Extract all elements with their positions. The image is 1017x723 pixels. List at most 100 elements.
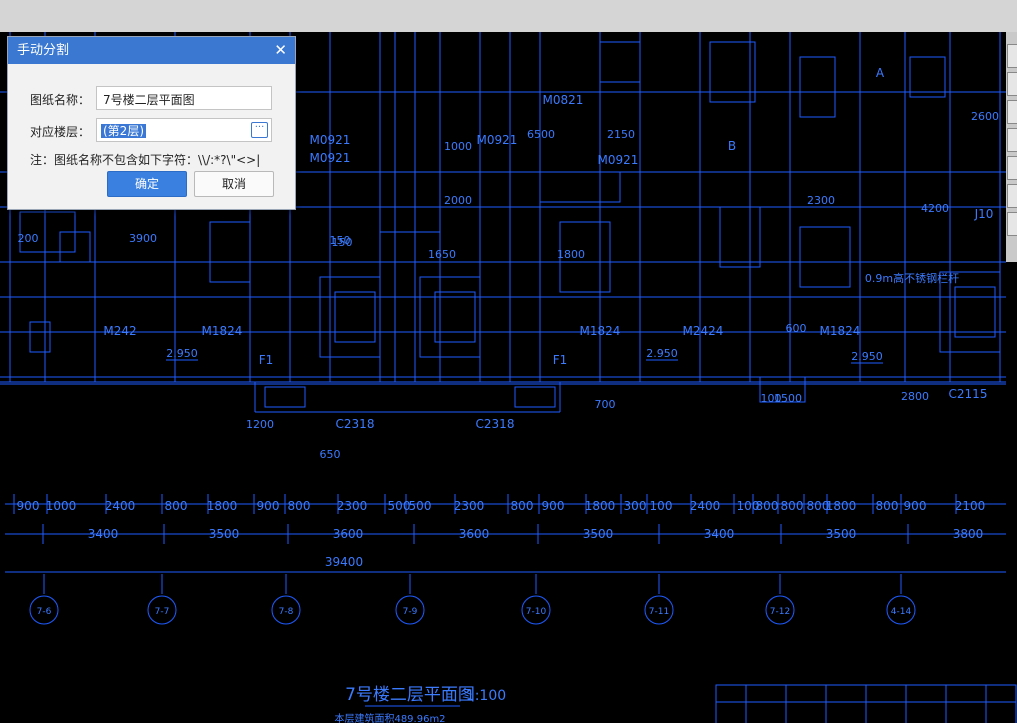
room-label: M1824 [580, 324, 621, 338]
room-label: M0921 [598, 153, 639, 167]
axis-bubble [147, 595, 177, 625]
toolbar-tool-6-icon[interactable] [1007, 184, 1017, 208]
axis-bubble [644, 595, 674, 625]
dimension-row2-label: 3400 [88, 527, 119, 541]
axis-bubble [271, 595, 301, 625]
misc-dimension: 2150 [607, 128, 635, 141]
room-label: M0921 [310, 151, 351, 165]
dimension-row1-label: 500 [409, 499, 432, 513]
misc-dimension: 1650 [428, 248, 456, 261]
manual-split-dialog: 手动分割 ✕ 图纸名称： 7号楼二层平面图 对应楼层： (第2层) ··· 注：… [7, 36, 296, 210]
furniture-rect [514, 386, 556, 408]
toolbar-tool-7-icon[interactable] [1007, 212, 1017, 236]
ok-button[interactable]: 确定 [107, 171, 187, 197]
furniture-rect [559, 221, 611, 293]
axis-label: 7-9 [403, 607, 418, 617]
furniture-rect [319, 276, 381, 358]
dimension-row1-label: 900 [17, 499, 40, 513]
misc-dimension: 200 [18, 232, 39, 245]
dimension-row1-label: 800 [165, 499, 188, 513]
axis-label: 7-7 [155, 607, 170, 617]
furniture-rect [264, 386, 306, 408]
dialog-header: 手动分割 ✕ [8, 37, 295, 64]
room-label: B [728, 139, 736, 153]
misc-dimension: 1500 [774, 392, 802, 405]
level-label: 2.950 [851, 350, 883, 363]
dimension-row1-label: 2300 [454, 499, 485, 513]
furniture-rect [599, 41, 641, 83]
misc-dimension: 6500 [527, 128, 555, 141]
dimension-row1-label: 100 [737, 499, 760, 513]
misc-dimension: 150 [332, 236, 353, 249]
room-label: M1824 [202, 324, 243, 338]
level-label: 2.950 [646, 347, 678, 360]
browse-floor-icon[interactable]: ··· [251, 122, 268, 138]
cancel-button[interactable]: 取消 [194, 171, 274, 197]
room-label: M2424 [683, 324, 724, 338]
dimension-row1-label: 800 [511, 499, 534, 513]
furniture-rect [909, 56, 946, 98]
drawing-name-label: 图纸名称： [30, 93, 91, 107]
room-label: M1824 [820, 324, 861, 338]
name-rule-note: 注：图纸名称不包含如下字符：\\/:*?\"<>| [30, 153, 261, 167]
misc-dimension: 3900 [129, 232, 157, 245]
room-label: C2318 [476, 417, 515, 431]
dimension-row1-label: 800 [288, 499, 311, 513]
floor-input[interactable]: (第2层) ··· [96, 118, 272, 142]
misc-dimension: 2600 [971, 110, 999, 123]
toolbar-tool-3-icon[interactable] [1007, 100, 1017, 124]
axis-bubble [29, 595, 59, 625]
dimension-row2-label: 3500 [583, 527, 614, 541]
axis-label: 7-6 [37, 607, 52, 617]
misc-dimension: 600 [786, 322, 807, 335]
room-label: F1 [259, 353, 274, 367]
axis-label: 4-14 [891, 607, 912, 617]
axis-bubble [765, 595, 795, 625]
right-toolbar [1006, 32, 1017, 262]
furniture-rect [59, 231, 91, 263]
dimension-row1-label: 900 [542, 499, 565, 513]
dimension-row1-label: 1800 [207, 499, 238, 513]
toolbar-tool-5-icon[interactable] [1007, 156, 1017, 180]
dimension-row2-label: 3500 [209, 527, 240, 541]
room-label: C2115 [949, 387, 988, 401]
dimension-row1-label: 100 [650, 499, 673, 513]
furniture-rect [209, 221, 251, 283]
furniture-rect [709, 41, 756, 103]
furniture-rect [759, 376, 806, 403]
dimension-row1-label: 900 [257, 499, 280, 513]
furniture-rect [939, 271, 1001, 353]
axis-label: 7-12 [770, 607, 790, 617]
toolbar-tool-4-icon[interactable] [1007, 128, 1017, 152]
misc-dimension: 1000 [444, 140, 472, 153]
dimension-row1-label: 500 [388, 499, 411, 513]
dimension-row1-label: 900 [904, 499, 927, 513]
furniture-rect [719, 206, 761, 268]
dimension-row1-label: 800 [756, 499, 779, 513]
room-label: M0921 [310, 133, 351, 147]
room-label: M242 [103, 324, 136, 338]
furniture-rect [29, 321, 51, 353]
dimension-row2-label: 3500 [826, 527, 857, 541]
misc-dimension: 1200 [246, 418, 274, 431]
axis-label: 7-8 [279, 607, 294, 617]
close-icon[interactable]: ✕ [274, 41, 287, 59]
dimension-row1-label: 2300 [337, 499, 368, 513]
toolbar-tool-1-icon[interactable] [1007, 44, 1017, 68]
axis-bubble [521, 595, 551, 625]
drawing-name-value: 7号楼二层平面图 [103, 93, 195, 107]
total-dimension-label: 39400 [325, 555, 363, 569]
misc-dimension: 650 [320, 448, 341, 461]
drawing-name-input[interactable]: 7号楼二层平面图 [96, 86, 272, 110]
level-label: 2.950 [166, 347, 198, 360]
drawing-scale: 1:100 [466, 688, 506, 704]
dimension-row1-label: 2400 [690, 499, 721, 513]
axis-bubble [886, 595, 916, 625]
dimension-row1-label: 1800 [826, 499, 857, 513]
toolbar-tool-2-icon[interactable] [1007, 72, 1017, 96]
furniture-rect [539, 171, 621, 203]
floor-label: 对应楼层： [30, 125, 91, 139]
misc-dimension: 2000 [444, 194, 472, 207]
